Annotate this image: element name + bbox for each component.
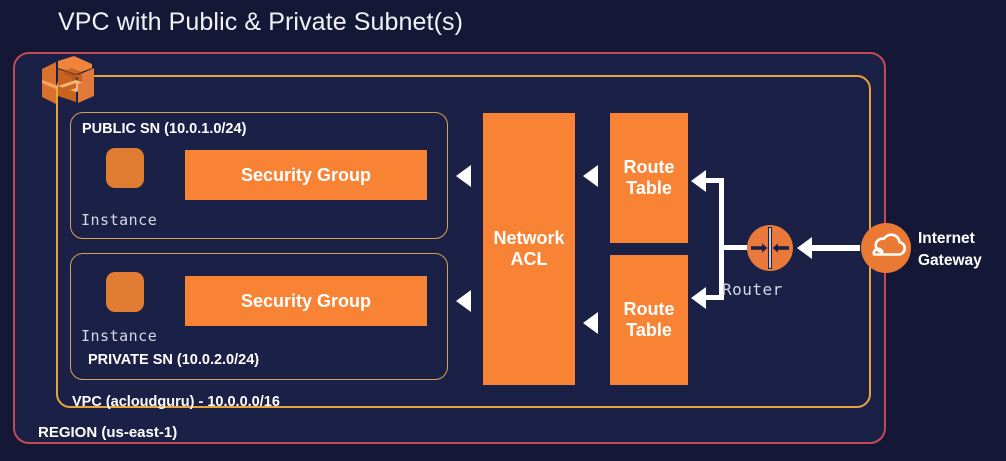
internet-gateway-icon [860, 222, 912, 274]
network-acl-line2: ACL [510, 249, 548, 269]
public-subnet-label: PUBLIC SN (10.0.1.0/24) [82, 121, 247, 137]
route-table-public-line1: Route [623, 157, 675, 178]
instance-label-public: Instance [81, 211, 158, 229]
region-label: REGION (us-east-1) [38, 424, 178, 441]
network-acl-block: Network ACL [483, 113, 575, 385]
route-table-private-line2: Table [626, 320, 672, 340]
arrow-igw-to-router-head [797, 237, 812, 259]
route-table-public: Route Table [610, 113, 688, 243]
private-subnet-box [70, 253, 448, 380]
arrow-public-rt-to-nacl [583, 165, 598, 187]
security-group-public: Security Group [185, 150, 427, 200]
network-acl-line1: Network [493, 228, 565, 249]
security-group-private: Security Group [185, 276, 427, 326]
arrow-router-to-public-rt [691, 170, 706, 192]
router-icon [746, 224, 794, 272]
router-bracket-vertical [719, 178, 724, 300]
instance-icon-public [106, 148, 144, 188]
router-bracket-stub [719, 245, 749, 250]
route-table-private-line1: Route [623, 299, 675, 320]
arrow-router-to-private-rt [691, 287, 706, 309]
vpc-label: VPC (acloudguru) - 10.0.0.0/16 [72, 394, 280, 410]
instance-label-private: Instance [81, 327, 158, 345]
private-subnet-label: PRIVATE SN (10.0.2.0/24) [88, 352, 260, 368]
router-bracket-top-arm [706, 178, 724, 183]
route-table-public-line2: Table [626, 178, 672, 198]
vpc-icon [40, 56, 96, 110]
internet-gateway-line1: Internet [918, 230, 975, 247]
arrow-igw-to-router-tail [810, 245, 860, 251]
public-subnet-box [70, 112, 448, 239]
arrow-nacl-to-public-subnet [456, 165, 471, 187]
internet-gateway-label: Internet Gateway [918, 228, 982, 273]
router-bracket-bottom-arm [706, 295, 724, 300]
route-table-private: Route Table [610, 255, 688, 385]
page-title: VPC with Public & Private Subnet(s) [58, 8, 464, 36]
arrow-private-rt-to-nacl [583, 312, 598, 334]
arrow-nacl-to-private-subnet [456, 290, 471, 312]
router-label: Router [722, 280, 783, 299]
internet-gateway-line2: Gateway [918, 252, 982, 270]
instance-icon-private [106, 272, 144, 312]
